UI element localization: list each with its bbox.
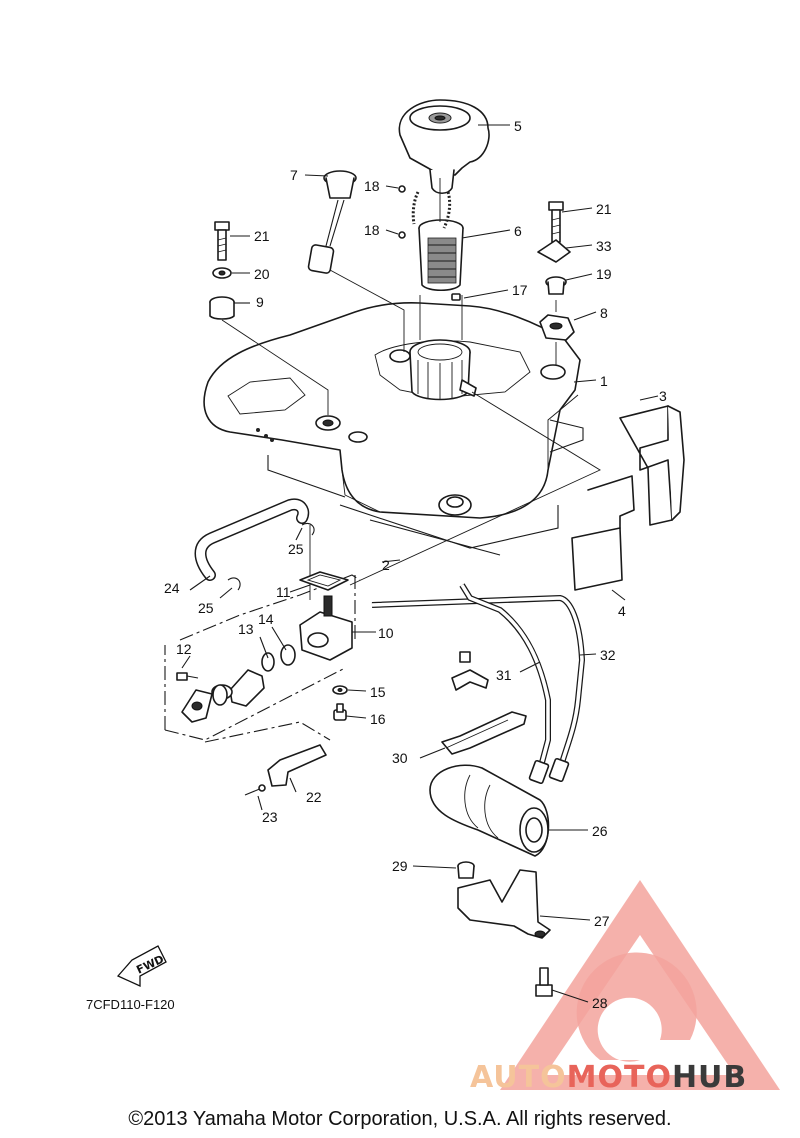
- watermark-text: AUTOMOTOHUB: [470, 1060, 747, 1095]
- collar-19: [545, 276, 567, 295]
- screw-12: [176, 672, 199, 681]
- assembly-lines: [221, 178, 601, 600]
- plate-12: [181, 689, 213, 723]
- bolt-21-right: [548, 201, 564, 243]
- bolt-16: [333, 703, 347, 721]
- hose-clip-25a: [301, 522, 315, 536]
- callout-28: 28: [592, 995, 608, 1011]
- washer-15: [332, 685, 348, 695]
- fuel-gauge: [307, 170, 357, 274]
- automotohub-watermark-logo: [500, 880, 780, 1090]
- lever-assembly-line: [204, 721, 331, 743]
- callout-18a: 18: [364, 178, 380, 194]
- callout-26: 26: [592, 823, 608, 839]
- knob-22: [267, 744, 327, 787]
- damper-9: [209, 296, 235, 320]
- gasket-11: [299, 571, 349, 591]
- fuel-cock-10: [299, 595, 353, 661]
- callout-10: 10: [378, 625, 394, 641]
- damper-sheet-3: [619, 405, 685, 526]
- callout-18b: 18: [364, 222, 380, 238]
- callout-15: 15: [370, 684, 386, 700]
- hose-31: [459, 583, 551, 771]
- callout-21b: 21: [596, 201, 612, 217]
- damper-8: [539, 314, 575, 341]
- callout-21a: 21: [254, 228, 270, 244]
- callout-13: 13: [238, 621, 254, 637]
- fuel-cock-dashed-box: [164, 574, 361, 741]
- o-ring-13: [261, 652, 275, 672]
- callout-22: 22: [306, 789, 322, 805]
- diagram-code: 7CFD110-F120: [86, 997, 175, 1012]
- damper-sheet-4: [571, 475, 635, 591]
- hose-ends: [528, 757, 570, 785]
- callout-20: 20: [254, 266, 270, 282]
- callout-17: 17: [512, 282, 528, 298]
- band-30: [441, 711, 527, 755]
- callout-4: 4: [618, 603, 626, 619]
- callout-6: 6: [514, 223, 522, 239]
- callout-14: 14: [258, 611, 274, 627]
- callout-12: 12: [176, 641, 192, 657]
- bolt-28: [535, 967, 553, 997]
- callout-3: 3: [659, 388, 667, 404]
- copyright-notice: ©2013 Yamaha Motor Corporation, U.S.A. A…: [128, 1108, 671, 1130]
- cap-chain: [398, 185, 452, 239]
- fuel-strainer: [418, 219, 464, 292]
- bracket-27: [457, 869, 551, 939]
- o-ring-14: [280, 644, 296, 666]
- small-clip-17: [451, 293, 461, 301]
- bolt-21-left: [214, 221, 230, 261]
- fwd-arrow-icon: FWD: [116, 945, 167, 988]
- callout-27: 27: [594, 913, 610, 929]
- watermark-text-auto: AUTOMOTOHUB: [470, 1060, 747, 1095]
- callout-23: 23: [262, 809, 278, 825]
- fuel-hose-24: [194, 498, 310, 581]
- fuel-tank-cap: [398, 99, 490, 195]
- callout-8: 8: [600, 305, 608, 321]
- callout-19: 19: [596, 266, 612, 282]
- callout-33: 33: [596, 238, 612, 254]
- washer-20: [212, 267, 232, 279]
- callout-1: 1: [600, 373, 608, 389]
- callout-25a: 25: [288, 541, 304, 557]
- callout-24: 24: [164, 580, 180, 596]
- callout-9: 9: [256, 294, 264, 310]
- callout-5: 5: [514, 118, 522, 134]
- callout-labels: 5 6 7 18 18 21 20 9 21 33 19 8 17 1 3 2 …: [164, 118, 667, 1011]
- fuel-tank: [203, 302, 581, 519]
- callout-11: 11: [276, 584, 291, 600]
- screw-23: [244, 784, 266, 796]
- breather-hose-32: [371, 594, 586, 771]
- callout-25b: 25: [198, 600, 214, 616]
- t-joint: [451, 651, 489, 691]
- callout-30: 30: [392, 750, 408, 766]
- clamp-33: [537, 239, 571, 263]
- callout-32: 32: [600, 647, 616, 663]
- leader-lines: [181, 124, 659, 1003]
- callout-7: 7: [290, 167, 298, 183]
- callout-2: 2: [382, 557, 390, 573]
- hose-clip-25b: [227, 577, 241, 591]
- callout-31: 31: [496, 667, 512, 683]
- tank-gasket: [267, 419, 584, 556]
- fuel-cock-lever: [211, 669, 265, 707]
- nut-29: [457, 861, 475, 879]
- canister-26: [429, 764, 550, 857]
- callout-16: 16: [370, 711, 386, 727]
- callout-29: 29: [392, 858, 408, 874]
